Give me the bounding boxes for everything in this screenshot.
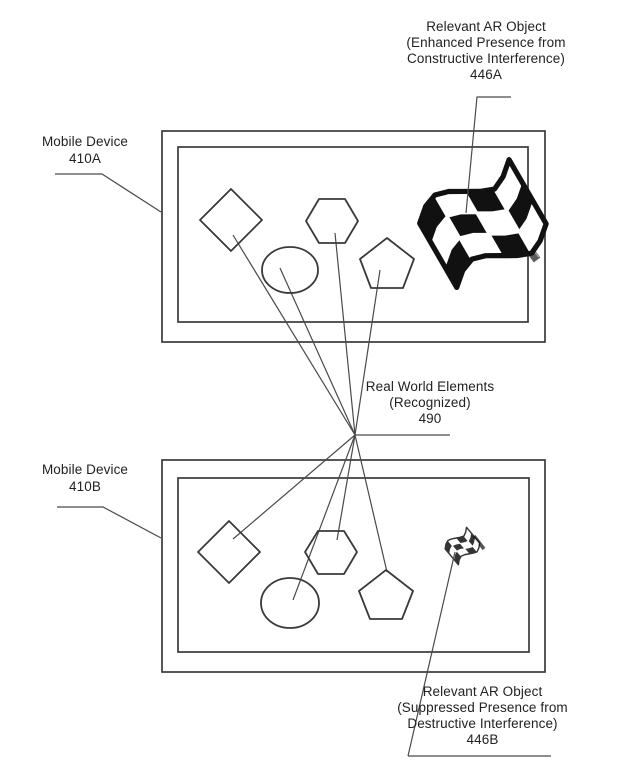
hexagon-shape-b (304, 530, 358, 575)
device-b-frame-outer (161, 459, 546, 673)
recognition-ray (336, 434, 356, 541)
checkered-flag-a (411, 154, 555, 294)
device-b-shapes (197, 520, 414, 629)
hexagon-shape-a (305, 198, 359, 244)
recognition-ray (279, 267, 356, 436)
checkered-flag-b (441, 525, 484, 568)
ellipse-shape-b (260, 577, 320, 629)
leader-line-410a (55, 173, 162, 213)
device-a-frame-outer (161, 130, 546, 343)
ar-object-a-line: (Enhanced Presence from (406, 35, 566, 50)
mobile-device-a-ref: 410A (69, 151, 101, 166)
mobile-device-b-line: Mobile Device (41, 462, 129, 477)
recognition-ray (232, 434, 356, 540)
leader-line-446a (465, 96, 511, 214)
mobile-device-b-ref: 410B (69, 479, 101, 494)
device-b-frame-inner (177, 477, 530, 653)
diamond-shape-b (197, 520, 261, 584)
ar-object-b-ref: 446B (466, 732, 499, 747)
ar-object-a-label: Relevant AR Object (Enhanced Presence fr… (370, 19, 602, 83)
leader-line-446b (407, 551, 456, 757)
real-world-elements-ref: 490 (418, 411, 442, 426)
ar-object-a-line: Relevant AR Object (426, 19, 546, 34)
leader-lines (55, 96, 551, 757)
diamond-shape-a (199, 188, 263, 252)
pentagon-shape-a (359, 237, 415, 289)
leader-line-410b (57, 506, 162, 539)
real-world-elements-line: Real World Elements (365, 379, 495, 394)
ar-object-b-line: Destructive Interference) (407, 716, 558, 731)
ar-object-b-line: (Suppressed Presence from (397, 700, 568, 715)
real-world-elements-line: (Recognized) (389, 395, 471, 410)
mobile-device-b-label: Mobile Device 410B (25, 461, 145, 495)
recognition-ray (292, 434, 356, 601)
mobile-device-a-label: Mobile Device 410A (25, 133, 145, 167)
ellipse-shape-a (261, 246, 319, 294)
ar-object-a-ref: 446A (470, 67, 502, 82)
pentagon-shape-b (358, 569, 414, 620)
recognition-ray (232, 234, 356, 436)
ar-object-a-line: Constructive Interference) (407, 51, 565, 66)
recognition-rays (232, 232, 450, 601)
real-world-elements-label: Real World Elements (Recognized) 490 (350, 379, 510, 427)
recognition-ray (334, 232, 356, 436)
recognition-ray (354, 434, 388, 573)
ar-object-b-label: Relevant AR Object (Suppressed Presence … (365, 684, 600, 748)
mobile-device-a-line: Mobile Device (41, 134, 129, 149)
device-a-shapes (199, 188, 415, 294)
ar-object-b-line: Relevant AR Object (422, 684, 543, 699)
recognition-ray (354, 269, 381, 436)
